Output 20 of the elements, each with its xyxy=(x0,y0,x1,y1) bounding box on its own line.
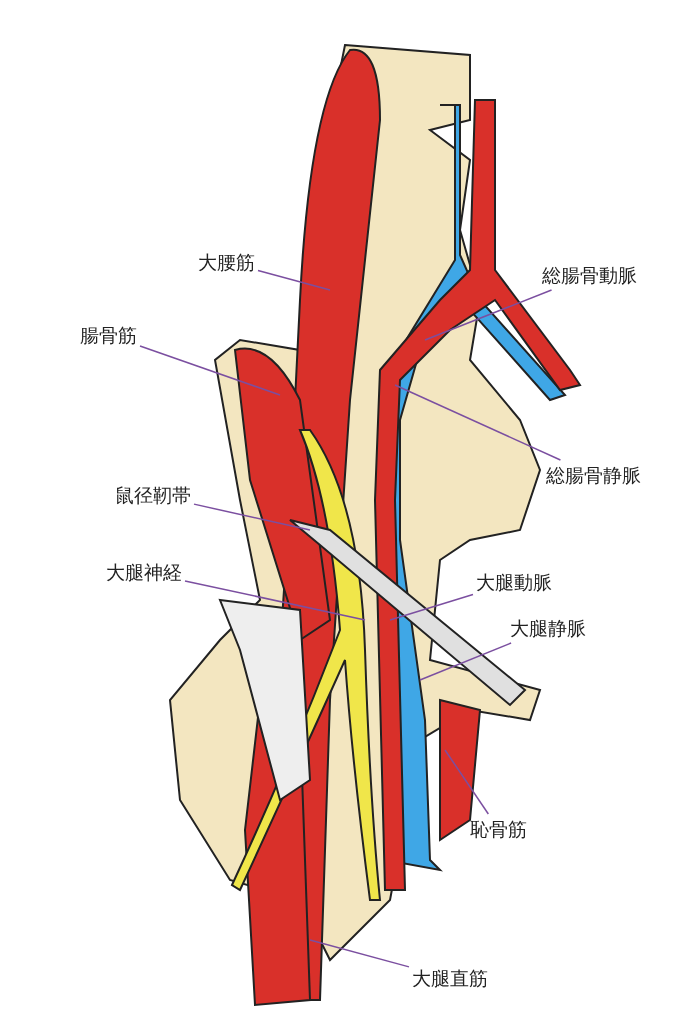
leader-line xyxy=(184,580,366,621)
leader-line xyxy=(424,289,553,341)
leader-line xyxy=(394,384,562,461)
leader-line xyxy=(444,749,490,815)
leader-line xyxy=(257,269,331,291)
structure-label: 大腿静脈 xyxy=(510,616,586,640)
structure-label: 腸骨筋 xyxy=(80,323,137,347)
structure-label: 総腸骨動脈 xyxy=(542,263,637,287)
leader-line xyxy=(419,642,512,681)
leader-line xyxy=(139,345,281,396)
leader-line xyxy=(193,503,311,531)
structure-label: 恥骨筋 xyxy=(470,817,527,841)
leader-line xyxy=(309,939,410,968)
structure-label: 大腰筋 xyxy=(198,250,255,274)
structure-label: 大腿神経 xyxy=(106,560,182,584)
structure-label: 鼠径靭帯 xyxy=(115,483,191,507)
leader-line xyxy=(389,593,474,621)
structure-label: 大腿直筋 xyxy=(412,966,488,990)
structure-label: 総腸骨静脈 xyxy=(546,463,641,487)
structure-label: 大腿動脈 xyxy=(476,570,552,594)
